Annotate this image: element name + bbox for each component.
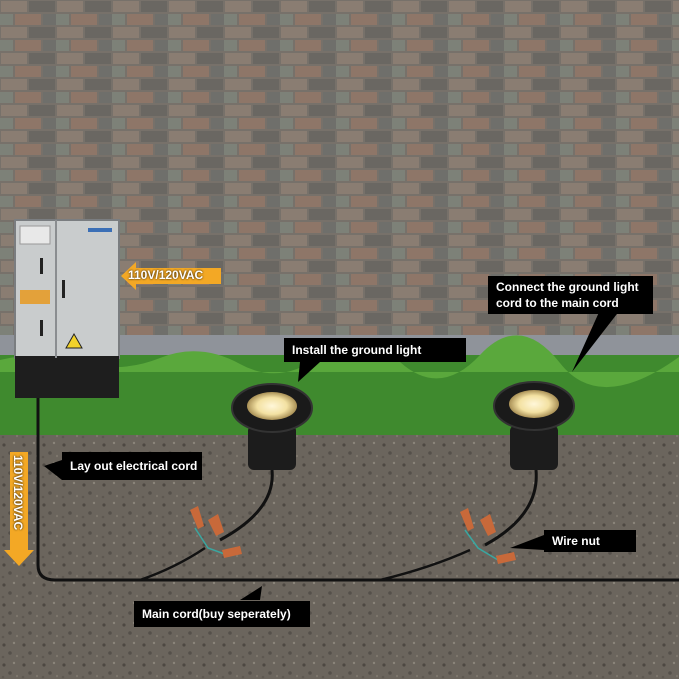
callout-connect-line2: cord to the main cord [496,296,619,310]
callout-main-cord: Main cord(buy seperately) [134,601,310,627]
callout-install-ground-light: Install the ground light [284,338,466,362]
main-cord [36,390,679,582]
callout-connect-cord: Connect the ground light cord to the mai… [488,276,653,314]
light-cord-right [484,469,538,547]
voltage-arrow-vertical [4,452,34,566]
main-cord-pointer [240,586,262,600]
layout-pointer [44,460,62,480]
main-cord-branch-right [379,548,471,582]
ground-light-icon [231,383,313,470]
wire-nut-pointer [510,535,544,550]
callout-connect-line1: Connect the ground light [496,280,639,294]
connect-pointer [572,310,620,372]
ground-light-icon [493,381,575,470]
main-cord-branch-left [139,546,206,582]
callout-wire-nut: Wire nut [544,530,636,552]
voltage-arrow-horizontal [121,262,221,290]
callout-lay-out-cord: Lay out electrical cord [62,452,202,480]
wire-nut-icon [190,506,242,558]
voltage-label-vertical: 110V/120VAC [11,455,25,531]
install-pointer [298,362,320,382]
high-voltage-warning-icon [65,332,83,349]
light-cord-left [219,469,274,542]
voltage-label-horizontal: 110V/120VAC [128,268,204,282]
electrical-box-icon [14,219,120,398]
wire-nut-icon [460,508,516,564]
